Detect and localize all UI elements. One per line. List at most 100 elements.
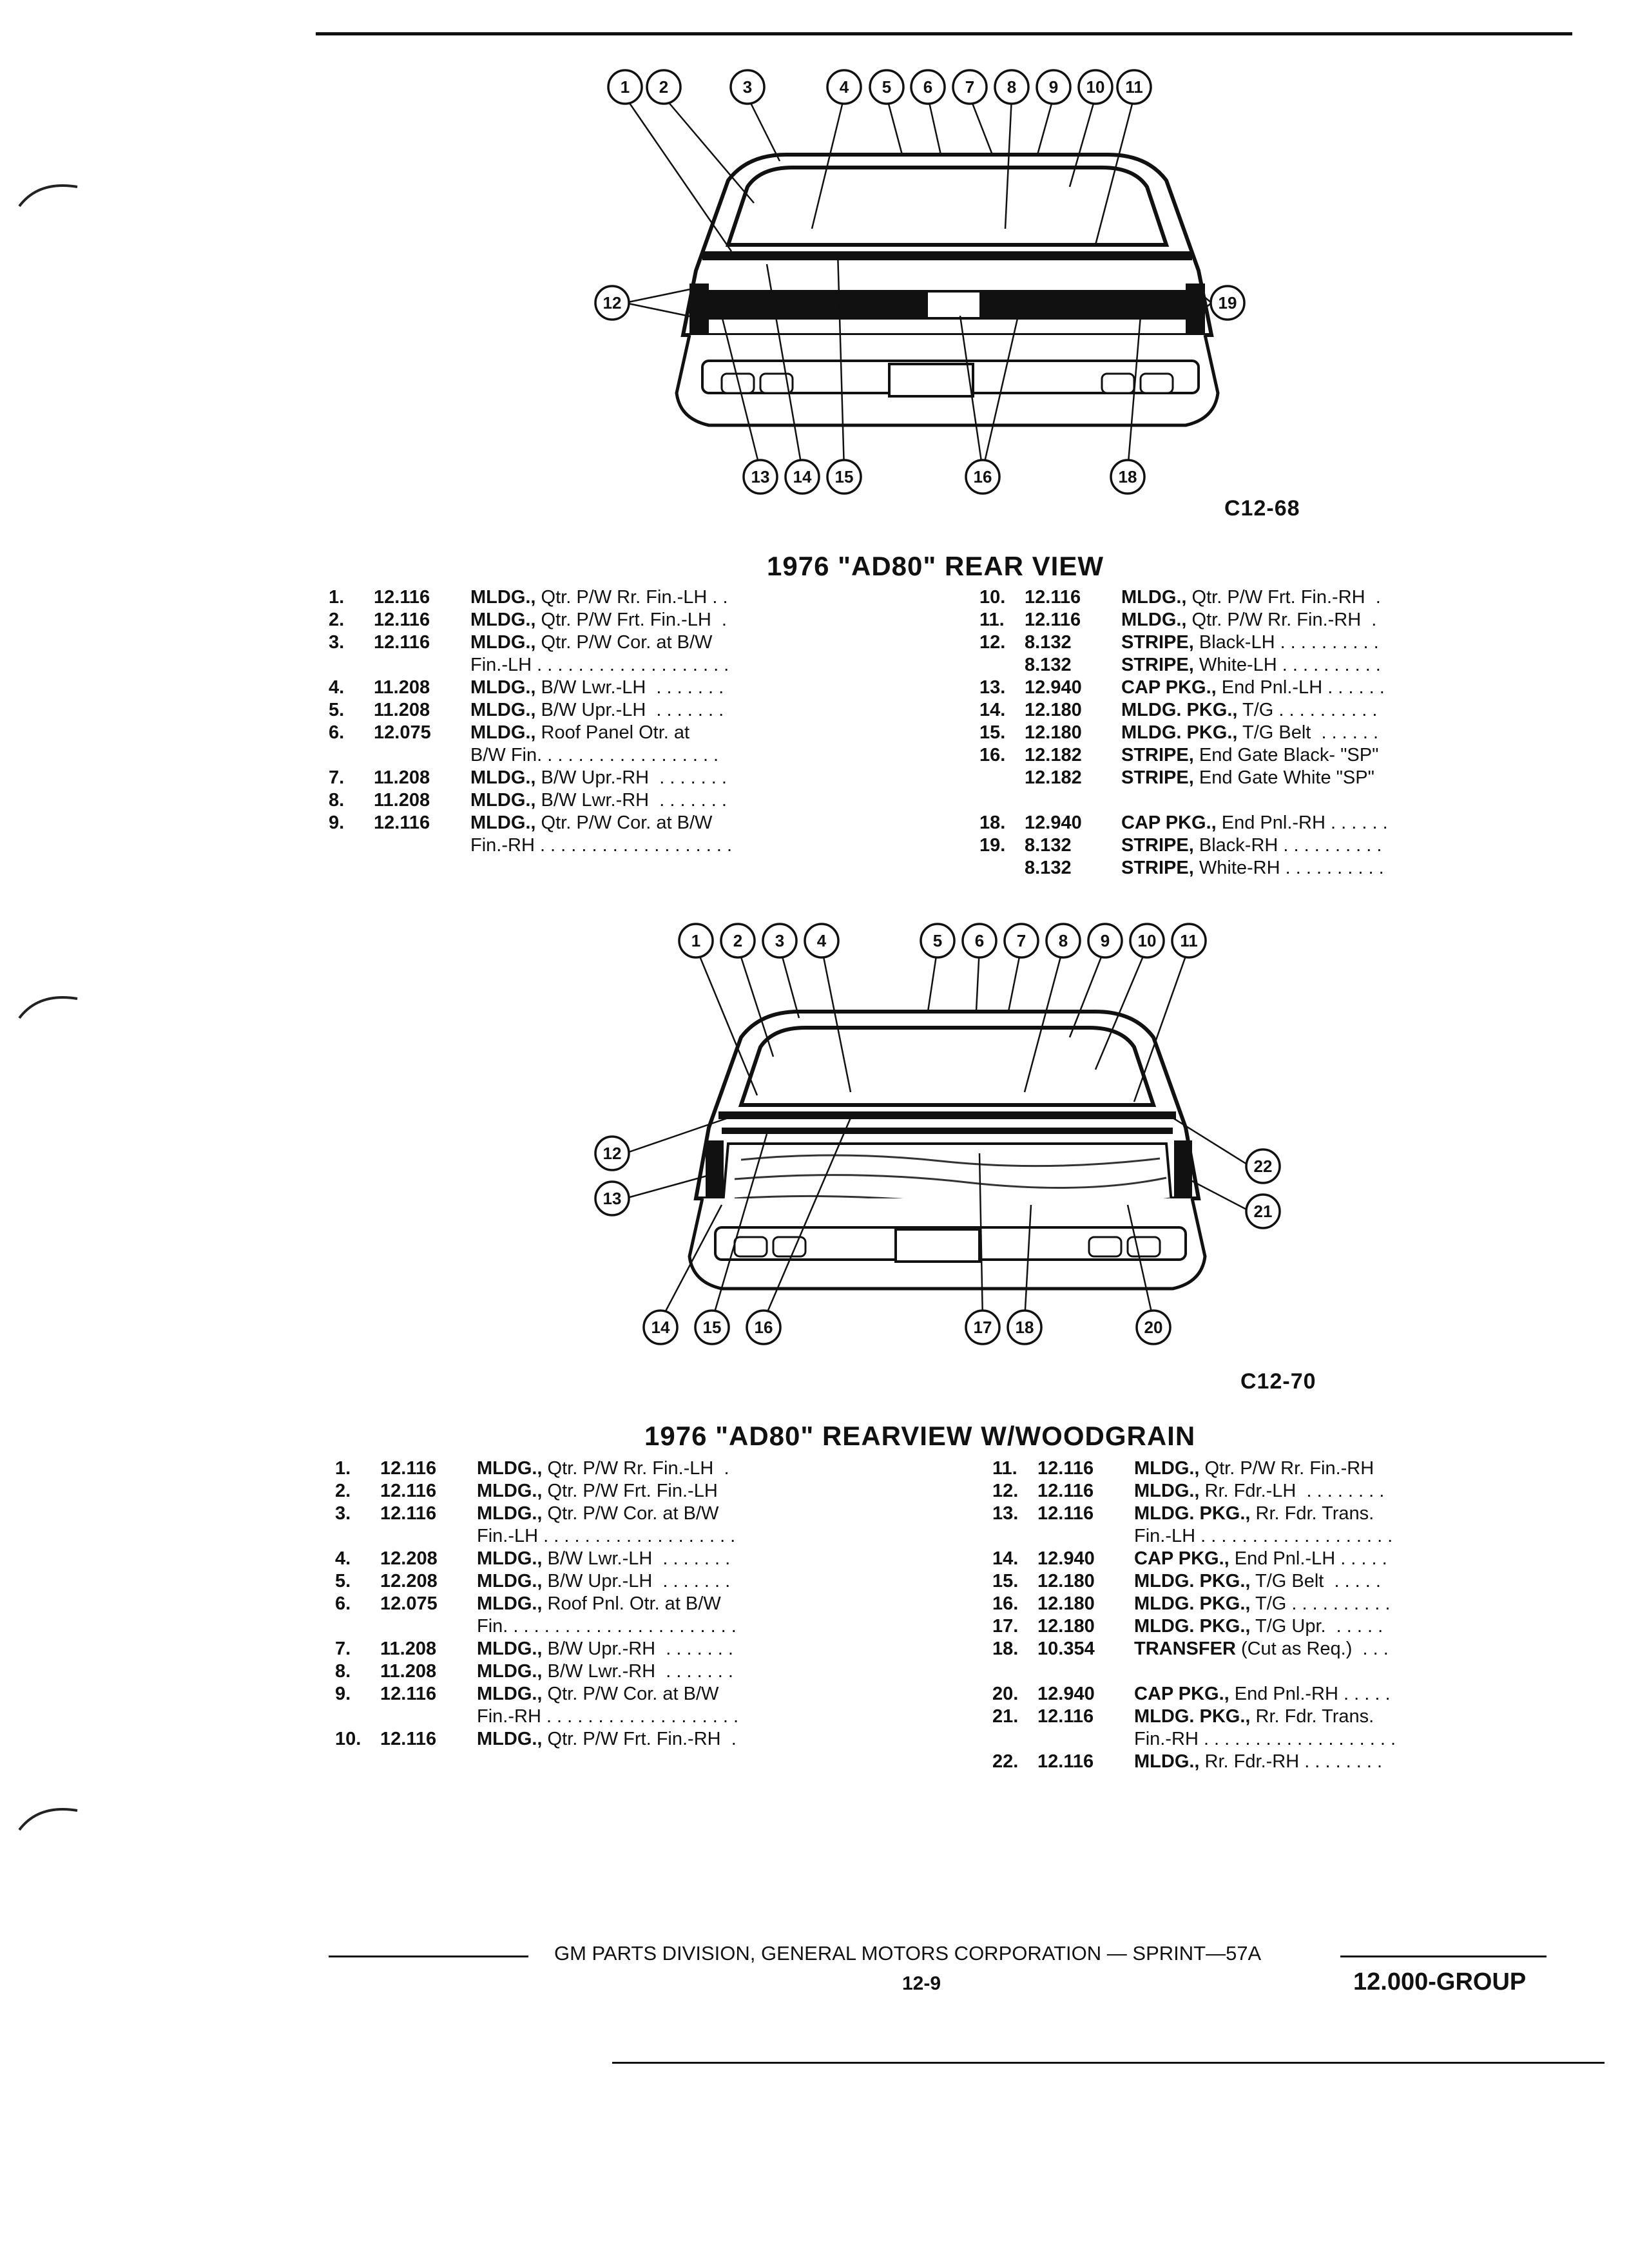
svg-text:14: 14 [793,467,812,486]
part-number: 8. [335,1661,351,1682]
part-name: MLDG., [477,1458,543,1479]
part-name: MLDG., [477,1503,543,1524]
part-row: Fin.-RH . . . . . . . . . . . . . . . . … [329,834,732,857]
part-number: 9. [335,1684,351,1704]
group-number: 12.116 [1037,1751,1094,1772]
part-number [335,1525,380,1548]
callout-18: 18 [1007,1309,1043,1345]
part-detail: T/G . . . . . . . . . . [1250,1593,1391,1614]
svg-text:12: 12 [603,293,622,312]
svg-text:4: 4 [817,931,827,950]
callout-10: 10 [1129,923,1165,959]
group-number: 12.182 [1025,745,1082,765]
part-detail: End Gate Black- "SP" [1193,745,1379,765]
part-name: MLDG., [470,587,536,608]
group-number: 12.940 [1037,1684,1095,1704]
part-description: MLDG., B/W Lwr.-LH . . . . . . . [470,677,724,699]
part-detail: End Pnl.-RH . . . . . . [1216,812,1388,833]
part-name: MLDG., [470,790,536,811]
part-detail: Qtr. P/W Frt. Fin.-RH . [1186,587,1381,608]
leader-lines [624,947,1251,1321]
part-name: MLDG. PKG., [1121,722,1238,743]
part-detail: Qtr. P/W Cor. at B/W [542,1684,719,1704]
part-number: 11. [979,610,1005,630]
part-detail: Qtr. P/W Frt. Fin.-RH . [542,1729,737,1749]
part-description: CAP PKG., End Pnl.-RH . . . . . . [1121,812,1388,834]
part-detail: End Gate White "SP" [1193,767,1374,788]
part-number: 1. [335,1458,351,1479]
svg-text:2: 2 [733,931,742,950]
callout-13: 13 [742,459,778,495]
part-detail: Qtr. P/W Cor. at B/W [542,1503,719,1524]
part-name: MLDG., [1134,1751,1200,1772]
part-description: STRIPE, End Gate Black- "SP" [1121,744,1378,767]
callout-12: 12 [594,285,630,321]
part-name: MLDG., [477,1661,543,1682]
part-number: 16. [992,1593,1019,1614]
part-detail: T/G Belt . . . . . [1250,1571,1381,1591]
part-detail: White-LH . . . . . . . . . . [1193,655,1381,675]
part-row: Fin. . . . . . . . . . . . . . . . . . .… [335,1615,738,1638]
part-detail: Qtr. P/W Cor. at B/W [535,632,713,653]
part-description: MLDG., Qtr. P/W Cor. at B/W [477,1683,718,1706]
part-detail: Fin.-RH . . . . . . . . . . . . . . . . … [477,1706,739,1727]
part-name: MLDG., [1121,610,1187,630]
svg-text:12: 12 [603,1144,622,1163]
part-row: Fin.-LH . . . . . . . . . . . . . . . . … [335,1525,738,1548]
group-number: 12.180 [1037,1571,1095,1591]
callout-7: 7 [1003,923,1039,959]
callout-8: 8 [994,69,1030,105]
part-name: CAP PKG., [1134,1548,1229,1569]
part-description: MLDG., Qtr. P/W Cor. at B/W [470,812,712,834]
callout-7: 7 [952,69,988,105]
group-number: 12.116 [1025,587,1081,608]
part-detail: Qtr. P/W Rr. Fin.-RH [1199,1458,1374,1479]
part-description: MLDG. PKG., T/G Belt . . . . . . [1121,722,1378,744]
part-name: CAP PKG., [1121,812,1217,833]
svg-text:6: 6 [923,77,932,97]
part-number: 14. [992,1548,1019,1569]
part-detail: B/W Lwr.-LH . . . . . . . [542,1548,731,1569]
part-number: 7. [329,767,345,788]
svg-text:20: 20 [1144,1318,1163,1337]
part-description: MLDG. PKG., Rr. Fdr. Trans. [1134,1503,1374,1525]
part-description: MLDG., Qtr. P/W Frt. Fin.-LH [477,1480,718,1503]
svg-text:13: 13 [603,1189,622,1208]
part-detail: End Pnl.-LH . . . . . . [1216,677,1385,698]
part-detail: Fin. . . . . . . . . . . . . . . . . . .… [477,1616,737,1637]
group-number [374,744,470,767]
part-row [979,789,1388,812]
group-number [1037,1660,1134,1683]
svg-text:7: 7 [965,77,974,97]
callout-19: 19 [1210,285,1246,321]
group-number: 11.208 [374,790,430,811]
part-detail: Qtr. P/W Rr. Fin.-RH . [1186,610,1377,630]
part-name: MLDG. PKG., [1121,700,1238,720]
callout-11: 11 [1171,923,1207,959]
part-number: 13. [979,677,1006,698]
part-description: MLDG., Qtr. P/W Frt. Fin.-RH . [477,1728,737,1751]
callout-3: 3 [762,923,798,959]
part-number [979,654,1025,677]
part-description: Fin.-RH . . . . . . . . . . . . . . . . … [1134,1728,1396,1751]
part-detail: B/W Upr.-LH . . . . . . . [542,1571,731,1591]
callout-20: 20 [1135,1309,1171,1345]
part-number: 2. [335,1481,351,1501]
svg-text:3: 3 [743,77,752,97]
part-detail: B/W Upr.-RH . . . . . . . [535,767,727,788]
callout-10: 10 [1077,69,1113,105]
svg-text:18: 18 [1119,467,1137,486]
margin-mark [18,184,78,207]
group-number: 12.116 [1037,1458,1094,1479]
